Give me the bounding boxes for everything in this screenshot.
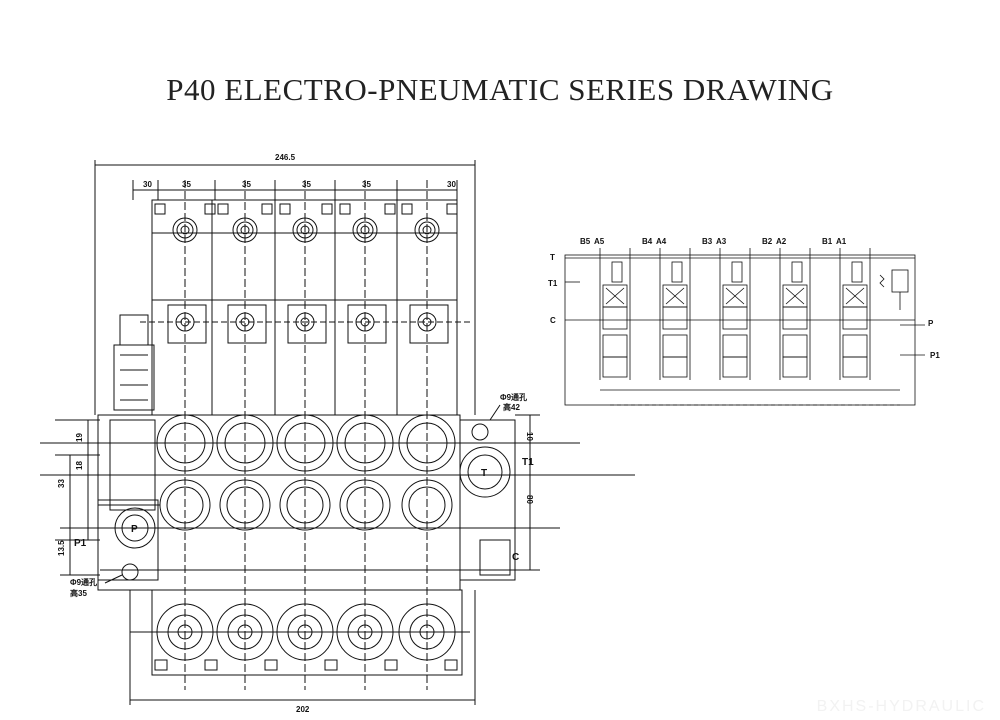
- schematic-port-b4: B4: [642, 237, 653, 246]
- relief-valve: [113, 314, 155, 411]
- note-hole-right-2: 高42: [503, 402, 520, 412]
- schematic-port-a3: A3: [716, 237, 727, 246]
- port-p1-label: P1: [74, 538, 87, 549]
- dim-section-2: 35: [182, 180, 191, 189]
- dim-section-3: 35: [242, 180, 251, 189]
- left-hole-note: Φ9通孔 高35: [70, 574, 123, 598]
- hydraulic-schematic: T T1 C P P1 B5 A5 B4 A4 B3 A3 B2 A2 B1 A…: [548, 237, 940, 406]
- page-title: P40 ELECTRO-PNEUMATIC SERIES DRAWING: [166, 72, 834, 107]
- bottom-ports: [130, 589, 470, 676]
- schematic-port-p: P: [928, 319, 934, 328]
- valve-body: P T C: [40, 414, 635, 591]
- dim-section-5: 35: [362, 180, 371, 189]
- dim-section-6: 30: [447, 180, 456, 189]
- right-dimensions: 10 80 T1 Φ9通孔 高42: [489, 392, 540, 571]
- dim-right-10: 10: [525, 432, 534, 441]
- port-p-label: P: [131, 524, 138, 535]
- note-hole-right-1: Φ9通孔: [500, 392, 527, 402]
- schematic-port-t1: T1: [548, 279, 558, 288]
- note-hole-left-2: 高35: [70, 588, 87, 598]
- schematic-port-a5: A5: [594, 237, 605, 246]
- dim-bottom-width: 202: [296, 705, 310, 714]
- schematic-port-b3: B3: [702, 237, 713, 246]
- watermark: BXHS-HYDRAULIC: [816, 698, 986, 715]
- dim-section-1: 30: [143, 180, 152, 189]
- dim-left-18: 18: [75, 461, 84, 470]
- left-dimensions: 19 18 33 13.5 P1: [55, 419, 100, 576]
- port-t-label: T: [481, 468, 487, 479]
- dim-right-80: 80: [525, 495, 534, 504]
- top-dimensions: 246.5 30 35 35 35 35 30: [94, 153, 476, 415]
- schematic-port-b2: B2: [762, 237, 773, 246]
- schematic-port-b1: B1: [822, 237, 833, 246]
- note-hole-left-1: Φ9通孔: [70, 577, 97, 587]
- schematic-port-p1: P1: [930, 351, 940, 360]
- port-t1-label: T1: [522, 457, 534, 468]
- schematic-port-c: C: [550, 316, 556, 325]
- dim-overall-width: 246.5: [275, 153, 296, 162]
- dim-section-4: 35: [302, 180, 311, 189]
- schematic-port-a4: A4: [656, 237, 667, 246]
- port-c-label: C: [512, 552, 519, 563]
- schematic-port-t: T: [550, 253, 555, 262]
- bottom-dimension: 202: [129, 590, 476, 714]
- schematic-port-a1: A1: [836, 237, 847, 246]
- dim-left-13-5: 13.5: [57, 540, 66, 556]
- schematic-port-b5: B5: [580, 237, 591, 246]
- dim-left-33: 33: [57, 479, 66, 488]
- dim-left-19: 19: [75, 433, 84, 442]
- schematic-port-a2: A2: [776, 237, 787, 246]
- center-lines: [184, 180, 428, 690]
